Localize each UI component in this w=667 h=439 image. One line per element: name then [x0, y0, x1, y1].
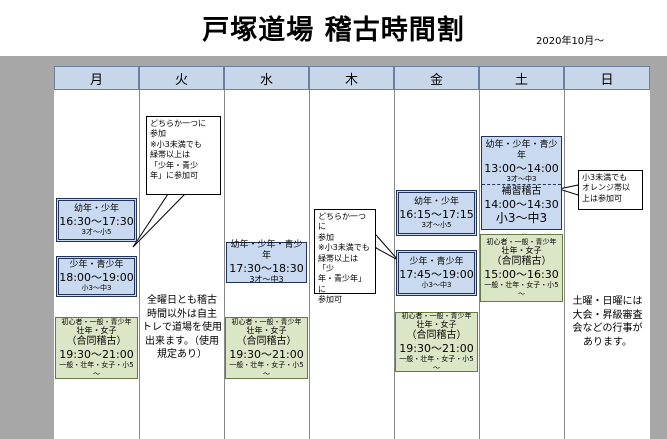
day-header-sat: 土 [479, 66, 564, 90]
tue-callout-note: どちらか一つに 参加 ※小3未満でも 緑帯以上は 「少年・青少 年」に参加可 [146, 116, 221, 195]
class-group: 幼年・少年・青少年 [230, 240, 303, 262]
class-group: 初心者・一般・青少年 [486, 238, 557, 247]
class-time: 17:45～19:00 [399, 267, 474, 281]
class-label: （合同稽古） [66, 336, 127, 347]
class-subgroup: 壮年・女子 [76, 326, 117, 336]
extra-class-age: 小3～中3 [495, 211, 548, 226]
class-age: 3才～中3 [506, 174, 537, 183]
class-age: 一般・壮年・女子・小5～ [59, 361, 134, 378]
column-divider [479, 90, 480, 439]
class-group: 幼年・少年 [413, 196, 459, 207]
class-label: （合同稽古） [406, 330, 467, 342]
class-age: 一般・壮年・女子・小5～ [484, 281, 559, 298]
mon-joint-class: 初心者・一般・青少年 壮年・女子 （合同稽古） 19:30～21:00 一般・壮… [55, 317, 138, 379]
extra-class-label: 補習稽古 [501, 186, 542, 198]
class-group: 幼年・少年・青少年 [485, 140, 558, 161]
class-group: 初心者・一般・青少年 [61, 318, 132, 327]
class-age: 3才～小5 [81, 227, 112, 236]
class-age: 小3～中3 [81, 284, 112, 293]
class-subgroup: 壮年・女子 [416, 320, 457, 330]
fri-kids-class: 幼年・少年 16:15～17:15 3才～小5 [396, 190, 477, 236]
sun-events-note: 土曜・日曜には 大会・昇級審査 会などの行事が あります。 [572, 296, 643, 348]
class-age: 一般・壮年・女子・小5～ [399, 355, 474, 372]
class-age: 一般・壮年・女子・小5～ [229, 361, 304, 378]
thu-callout-note: どちらか一つに 参加 ※小3未満でも 緑帯以上は「少 年・青少年」に 参加可 [314, 209, 376, 304]
class-time: 17:30～18:30 [229, 261, 304, 275]
effective-date: 2020年10月～ [536, 36, 605, 47]
sat-joint-class: 初心者・一般・青少年 壮年・女子 （合同稽古） 15:00～16:30 一般・壮… [480, 234, 563, 302]
fri-joint-class: 初心者・一般・青少年 壮年・女子 （合同稽古） 19:30～21:00 一般・壮… [395, 312, 478, 372]
class-group: 少年・青少年 [409, 256, 464, 267]
class-group: 少年・青少年 [69, 260, 124, 271]
class-label: （合同稽古） [236, 336, 297, 347]
page-title: 戸塚道場 稽古時間割 [202, 15, 465, 46]
extra-class-time: 14:00～14:30 [484, 198, 559, 212]
class-time: 18:00～19:00 [59, 271, 134, 285]
column-divider [139, 90, 140, 439]
sat-kids-class: 幼年・少年・青少年 13:00～14:00 3才～中3 補習稽古 14:00～1… [481, 136, 562, 230]
column-divider [564, 90, 565, 439]
class-group: 初心者・一般・青少年 [401, 312, 472, 321]
class-age: 3才～小5 [421, 220, 452, 229]
column-divider [394, 90, 395, 439]
class-time: 19:30～21:00 [399, 342, 474, 356]
class-time: 19:30～21:00 [59, 348, 134, 361]
class-age: 小3～中3 [421, 280, 452, 289]
day-header-wed: 水 [224, 66, 309, 90]
class-time: 13:00～14:00 [484, 161, 559, 175]
class-subgroup: 壮年・女子 [501, 246, 542, 256]
mon-kids-class: 幼年・少年 16:30～17:30 3才～小5 [56, 198, 137, 242]
class-time: 16:15～17:15 [399, 207, 474, 221]
day-header-fri: 金 [394, 66, 479, 90]
wed-joint-class: 初心者・一般・青少年 壮年・女子 （合同稽古） 19:30～21:00 一般・壮… [225, 317, 308, 379]
day-header-tue: 火 [139, 66, 224, 90]
class-group: 初心者・一般・青少年 [231, 318, 302, 327]
dashed-divider [482, 184, 561, 186]
wed-kids-class: 幼年・少年・青少年 17:30～18:30 3才～中3 [226, 240, 307, 285]
day-header-sun: 日 [564, 66, 650, 90]
column-divider [224, 90, 225, 439]
mon-youth-class: 少年・青少年 18:00～19:00 小3～中3 [56, 256, 137, 297]
tue-free-training-note: 全曜日とも稽古 時間以外は自主 トレで道場を使用 出来ます。（使用 規定あり） [142, 295, 222, 360]
class-time: 15:00～16:30 [484, 268, 559, 281]
fri-youth-class: 少年・青少年 17:45～19:00 小3～中3 [396, 250, 477, 296]
class-time: 19:30～21:00 [229, 348, 304, 361]
column-divider [309, 90, 310, 439]
day-header-mon: 月 [54, 66, 139, 90]
day-header-thu: 木 [309, 66, 394, 90]
sat-callout-note: 小3未満でも オレンジ帯以 上は参加可 [578, 170, 643, 210]
class-group: 幼年・少年 [73, 203, 119, 214]
class-time: 16:30～17:30 [59, 214, 134, 228]
class-age: 3才～中3 [249, 275, 284, 285]
class-label: （合同稽古） [491, 256, 552, 267]
class-subgroup: 壮年・女子 [246, 326, 287, 336]
